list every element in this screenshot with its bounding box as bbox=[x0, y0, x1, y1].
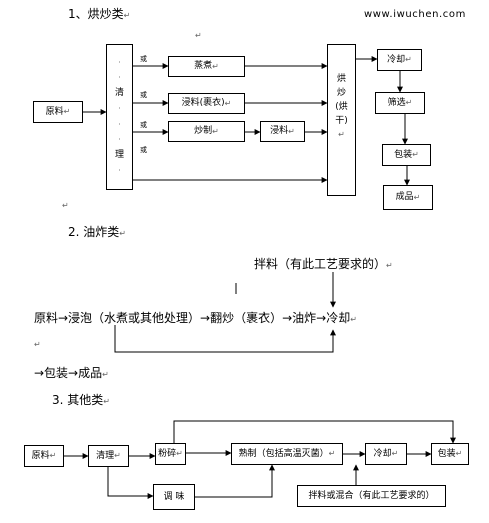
arrow-soak-bypass bbox=[114, 325, 336, 353]
return-mark: ↵ bbox=[62, 201, 69, 210]
arrow-season-to-heat bbox=[195, 464, 275, 498]
fry-flow-line: 原料→浸泡（水煮或其他处理）→翻炒（裹衣）→油炸→冷却↵ bbox=[34, 311, 357, 325]
bake-char-4: 干) bbox=[335, 116, 348, 126]
cool3-box: 冷却↵ bbox=[365, 443, 407, 465]
section1-title: 1、烘炒类↵ bbox=[68, 7, 131, 21]
fry-box: 炒制↵ bbox=[168, 121, 245, 142]
cleaning-box: · · 清 · · · 理 · bbox=[106, 44, 133, 190]
pack3-box: 包装↵ bbox=[431, 443, 469, 465]
return-mark: ↵ bbox=[34, 340, 41, 349]
raw-material-box: 原料↵ bbox=[33, 101, 83, 123]
mix3-box: 拌料或混合（有此工艺要求的） bbox=[297, 485, 446, 507]
raw3-box: 原料↵ bbox=[24, 445, 64, 467]
bake-char-3: (烘 bbox=[335, 102, 348, 112]
section2-title: 2. 油炸类↵ bbox=[68, 225, 126, 239]
soak-coat-box: 浸料(裹衣)↵ bbox=[168, 93, 245, 114]
soak-box: 浸料↵ bbox=[260, 121, 305, 142]
bake-box: 烘 炒 (烘 干) ↵ bbox=[327, 44, 356, 196]
return-mark: ↵ bbox=[195, 31, 202, 40]
arrow-clean3-to-season bbox=[107, 467, 154, 499]
website-url: www.iwuchen.com bbox=[364, 9, 466, 20]
clean3-box: 清理↵ bbox=[88, 445, 129, 467]
section3-title: 3. 其他类↵ bbox=[52, 393, 110, 407]
cool-box: 冷却↵ bbox=[377, 49, 422, 71]
bake-char-1: 烘 bbox=[336, 74, 346, 84]
fry-flow-line-2: →包装→成品↵ bbox=[34, 366, 109, 380]
or-label-2: 或 bbox=[140, 91, 147, 99]
cleaning-label-2: 理 bbox=[114, 150, 124, 161]
arrow-crush-bypass bbox=[173, 420, 456, 444]
cleaning-label-1: 清 bbox=[114, 88, 124, 99]
season-box: 调 味 bbox=[153, 484, 195, 510]
sieve-box: 筛选↵ bbox=[375, 92, 425, 114]
product-box: 成品↵ bbox=[383, 185, 433, 210]
heat-box: 熟制（包括高温灭菌）↵ bbox=[231, 443, 343, 465]
or-label-3: 或 bbox=[140, 121, 147, 129]
crush-box: 粉碎↵ bbox=[155, 443, 186, 465]
bake-char-2: 炒 bbox=[336, 88, 346, 98]
pack-box: 包装↵ bbox=[382, 144, 431, 166]
steam-box: 蒸煮↵ bbox=[168, 56, 245, 77]
or-label-4: 或 bbox=[140, 146, 147, 154]
or-label-1: 或 bbox=[140, 55, 147, 63]
mixing-note: 拌料（有此工艺要求的）↵ bbox=[254, 257, 393, 271]
